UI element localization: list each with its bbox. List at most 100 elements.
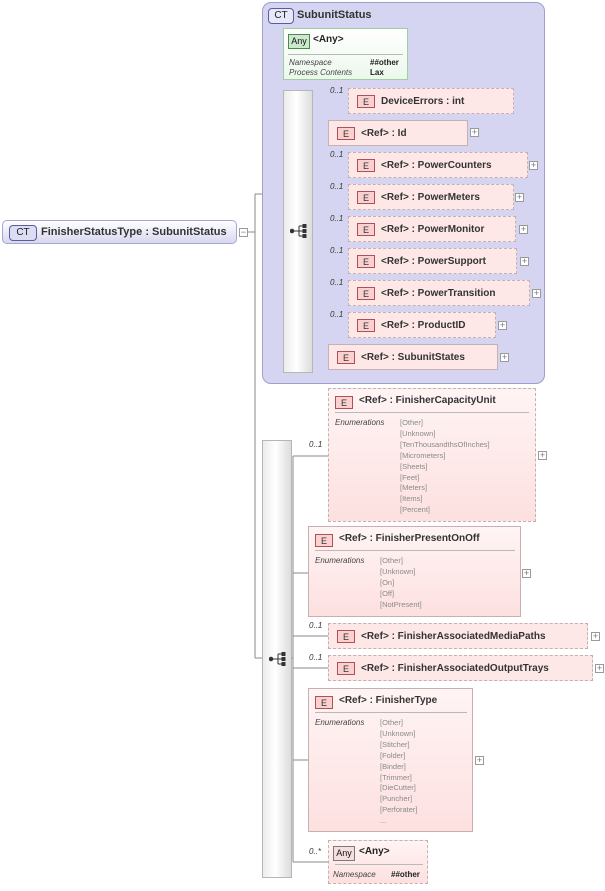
enum-value: [Micrometers] [400,450,446,460]
enum-value: [Puncher] [380,794,413,804]
element-badge: E [335,396,353,409]
enum-value: [Off] [380,588,395,598]
divider [288,54,403,55]
enum-value: [Binder] [380,761,406,771]
enumerations-label: Enumerations [315,718,365,727]
element-id[interactable]: E <Ref> : Id [328,120,468,146]
expand-icon[interactable]: + [470,127,479,137]
complex-type-badge: CT [9,225,37,241]
namespace-value: ##other [370,58,399,67]
expand-icon[interactable]: + [538,450,547,460]
element-name: <Ref> : PowerMonitor [381,224,485,235]
element-badge: E [357,255,375,268]
element-name: <Ref> : ProductID [381,320,466,331]
expand-icon[interactable]: + [595,663,604,673]
expand-icon[interactable]: + [520,256,529,266]
element-power-counters[interactable]: E <Ref> : PowerCounters [348,152,528,178]
enum-value: [Other] [400,418,423,427]
element-device-errors[interactable]: E DeviceErrors : int [348,88,514,114]
expand-icon[interactable]: + [529,160,538,170]
element-name: <Ref> : FinisherPresentOnOff [339,533,480,544]
expand-icon[interactable]: + [522,568,531,578]
element-badge: E [357,191,375,204]
element-finisher-associated-output-trays[interactable]: E <Ref> : FinisherAssociatedOutputTrays [328,655,593,681]
enum-value: [Meters] [400,483,428,493]
element-badge: E [357,319,375,332]
element-name: DeviceErrors : int [381,96,465,107]
any-wildcard-extension[interactable]: Any <Any> Namespace ##other [328,840,428,884]
divider [315,712,467,713]
process-contents-value: Lax [370,68,384,77]
namespace-value: ##other [391,870,420,879]
element-badge: E [315,534,333,547]
enum-value: [Sheets] [400,461,428,471]
element-badge: E [337,630,355,643]
element-name: <Ref> : FinisherAssociatedMediaPaths [361,631,546,642]
element-power-transition[interactable]: E <Ref> : PowerTransition [348,280,530,306]
enum-value: [TenThousandthsOfInches] [400,439,490,449]
sequence-compositor[interactable] [283,90,313,373]
sequence-icon [269,652,286,666]
namespace-label: Namespace [289,58,332,67]
occurrence-label: 0..1 [330,182,344,191]
expand-icon[interactable]: + [515,192,524,202]
enum-value: ... [380,816,387,826]
element-finisher-capacity-unit[interactable]: E <Ref> : FinisherCapacityUnit Enumerati… [328,388,536,522]
occurrence-label: 0..* [309,847,322,856]
enum-value: [DieCutter] [380,783,416,793]
complex-type-badge: CT [268,8,294,24]
divider [335,864,423,865]
enum-value: [Feet] [400,472,420,482]
element-name: <Ref> : PowerCounters [381,160,492,171]
element-name: <Ref> : FinisherType [339,695,438,706]
enumeration-list: [Other] [Unknown] [On] [Off] [NotPresent… [380,556,422,611]
enum-value: [Perforater] [380,805,418,815]
divider [315,550,515,551]
element-power-support[interactable]: E <Ref> : PowerSupport [348,248,517,274]
complex-type-title: SubunitStatus [297,9,372,21]
element-subunit-states[interactable]: E <Ref> : SubunitStates [328,344,498,370]
occurrence-label: 0..1 [309,653,323,662]
namespace-label: Namespace [333,870,376,879]
element-finisher-type[interactable]: E <Ref> : FinisherType Enumerations [Oth… [308,688,473,832]
any-name: <Any> [313,34,344,45]
enum-value: [Folder] [380,750,406,760]
any-wildcard[interactable]: Any <Any> Namespace ##other Process Cont… [283,28,408,80]
expand-icon[interactable]: + [500,352,509,362]
enum-value: [Items] [400,494,423,504]
enum-value: [Trimmer] [380,772,412,782]
element-finisher-associated-media-paths[interactable]: E <Ref> : FinisherAssociatedMediaPaths [328,623,588,649]
expand-icon[interactable]: + [591,631,600,641]
occurrence-label: 0..1 [330,246,344,255]
enum-value: [Unknown] [380,566,416,576]
element-badge: E [357,95,375,108]
element-badge: E [357,159,375,172]
occurrence-label: 0..1 [330,86,344,95]
element-name: <Ref> : PowerSupport [381,256,487,267]
element-badge: E [337,351,355,364]
enumerations-label: Enumerations [315,556,365,565]
element-power-meters[interactable]: E <Ref> : PowerMeters [348,184,514,210]
enum-value: [NotPresent] [380,599,422,609]
element-name: <Ref> : PowerMeters [381,192,480,203]
expand-icon[interactable]: + [475,755,484,765]
enum-value: [Unknown] [400,428,436,438]
element-product-id[interactable]: E <Ref> : ProductID [348,312,496,338]
any-name: <Any> [359,846,390,857]
enumeration-list: [Other] [Unknown] [Stitcher] [Folder] [B… [380,718,418,827]
occurrence-label: 0..1 [330,278,344,287]
enum-value: [Unknown] [380,728,416,738]
expand-icon[interactable]: + [519,224,528,234]
element-power-monitor[interactable]: E <Ref> : PowerMonitor [348,216,516,242]
enumerations-label: Enumerations [335,418,385,427]
extension-sequence-compositor[interactable] [262,440,292,878]
collapse-icon[interactable]: − [239,227,248,237]
expand-icon[interactable]: + [498,320,507,330]
element-name: <Ref> : SubunitStates [361,352,465,363]
process-contents-label: Process Contents [289,68,353,77]
element-name: <Ref> : FinisherCapacityUnit [359,395,496,406]
element-finisher-present-on-off[interactable]: E <Ref> : FinisherPresentOnOff Enumerati… [308,526,521,617]
expand-icon[interactable]: + [532,288,541,298]
element-badge: E [337,662,355,675]
root-type-node[interactable]: CT FinisherStatusType : SubunitStatus [2,220,237,244]
